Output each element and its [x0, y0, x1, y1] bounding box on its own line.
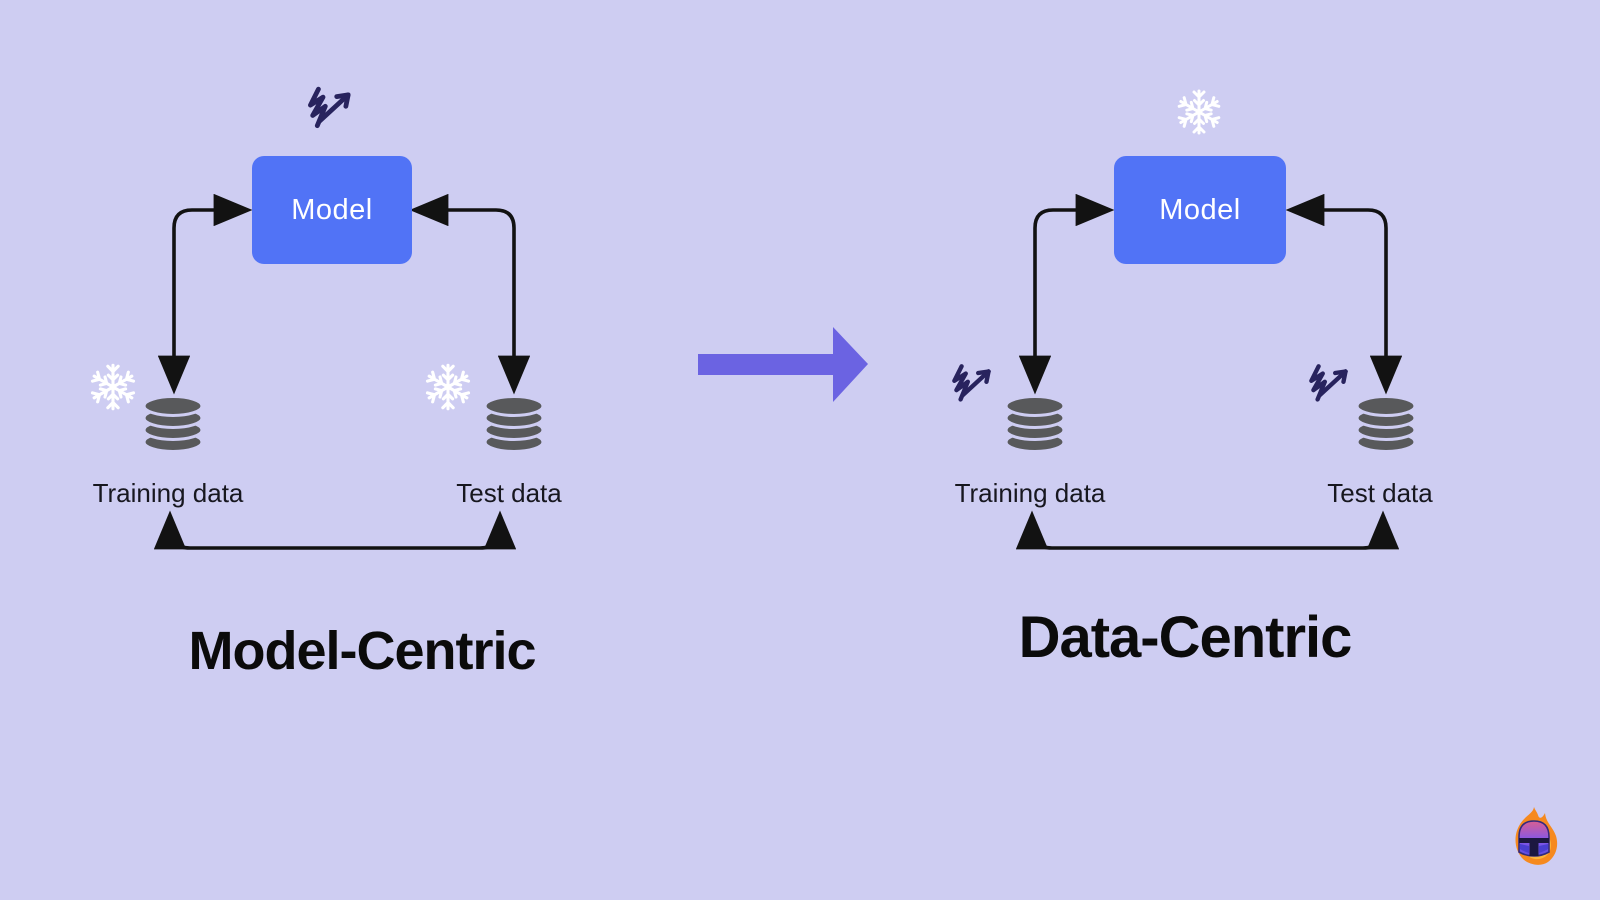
arrow-training-model-left-panel — [157, 193, 253, 395]
scribble-edit-icon — [944, 358, 1002, 416]
scribble-edit-icon — [299, 80, 363, 144]
database-icon — [1354, 392, 1418, 456]
data-centric-title: Data-Centric — [1018, 605, 1353, 670]
arrow-test-model-left-panel — [409, 193, 531, 395]
model-box-left: Model — [252, 156, 412, 264]
transition-right-arrow — [698, 327, 868, 402]
training-data-label: Training data — [92, 478, 244, 508]
test-data-label: Test data — [456, 478, 562, 508]
arrow-training-model-right-panel — [1018, 193, 1115, 395]
scribble-edit-icon — [1301, 358, 1359, 416]
snowflake-icon — [84, 358, 142, 416]
database-icon — [1003, 392, 1067, 456]
arrow-test-model-right-panel — [1285, 193, 1403, 395]
model-centric-title: Model-Centric — [188, 621, 536, 681]
model-box-left-label: Model — [291, 193, 373, 226]
model-box-right: Model — [1114, 156, 1286, 264]
snowflake-icon — [1171, 84, 1227, 140]
flame-helmet-logo — [1506, 806, 1562, 868]
arrow-training-test-left-panel — [153, 510, 517, 550]
snowflake-icon — [419, 358, 477, 416]
training-data-label: Training data — [954, 478, 1106, 508]
model-box-right-label: Model — [1159, 193, 1241, 226]
database-icon — [482, 392, 546, 456]
arrow-training-test-right-panel — [1015, 510, 1400, 550]
database-icon — [141, 392, 205, 456]
test-data-label: Test data — [1327, 478, 1433, 508]
